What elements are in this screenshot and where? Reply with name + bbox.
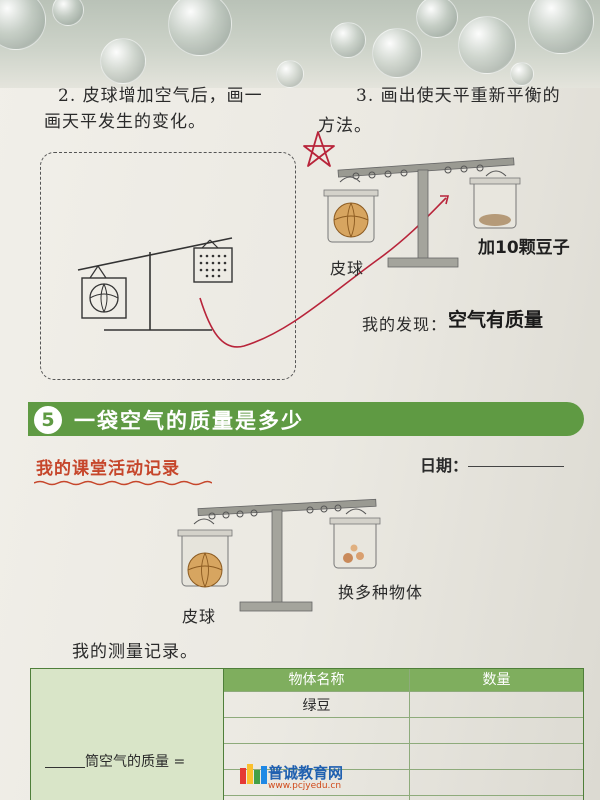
table-row	[224, 743, 583, 744]
discovery-answer: 空气有质量	[448, 309, 544, 331]
bubble-decoration	[52, 0, 84, 26]
table-row	[224, 795, 583, 796]
date-label: 日期：	[420, 456, 469, 475]
question-3-line-1: 3. 画出使天平重新平衡的	[356, 86, 561, 106]
table-header-name: 物体名称	[224, 669, 409, 691]
bubble-decoration	[372, 28, 422, 78]
measurement-table: 物体名称 数量 绿豆 筒空气的质量 =	[30, 668, 584, 800]
lower-ball-label: 皮球	[182, 607, 217, 626]
bubble-decoration	[276, 60, 304, 88]
table-left-formula: 筒空气的质量 =	[85, 754, 186, 770]
table-row	[224, 717, 583, 718]
question-2-line-1: 2. 皮球增加空气后，画一	[58, 86, 263, 106]
bubble-decoration	[528, 0, 594, 54]
bubble-decoration	[168, 0, 232, 56]
section-banner	[28, 402, 584, 436]
grading-star-mark	[303, 131, 335, 167]
balance-illustration-top	[323, 157, 521, 268]
lower-right-label: 换多种物体	[338, 583, 424, 602]
bubble-decoration-band	[0, 0, 600, 88]
section-number-badge: 5	[32, 404, 64, 436]
measurement-record-title: 我的测量记录。	[72, 642, 198, 662]
wavy-underline	[34, 480, 212, 486]
bubble-decoration	[416, 0, 458, 38]
student-sketch	[77, 237, 233, 331]
bubble-decoration	[330, 22, 366, 58]
bubble-decoration	[458, 16, 516, 74]
table-left-column	[31, 669, 224, 800]
watermark-site-name: 普诚教育网	[268, 764, 344, 782]
activity-record-title: 我的课堂活动记录	[36, 459, 180, 479]
watermark-site-url: www.pcjyedu.cn	[268, 781, 342, 791]
drawing-area	[40, 152, 296, 380]
table-column-divider	[409, 669, 410, 800]
date-blank-line	[468, 466, 564, 467]
bubble-decoration	[100, 38, 146, 84]
balance-illustration-bottom	[177, 498, 381, 612]
handwritten-answer-beans: 加10颗豆子	[478, 238, 570, 258]
bubble-decoration	[510, 62, 534, 86]
table-row	[224, 769, 583, 770]
section-title: 一袋空气的质量是多少	[74, 409, 304, 433]
formula-blank-line	[45, 767, 85, 768]
connecting-line-mark	[199, 197, 447, 348]
discovery-label: 我的发现：	[362, 315, 448, 334]
upper-ball-label: 皮球	[330, 259, 365, 278]
question-2-line-2: 画天平发生的变化。	[44, 112, 206, 132]
question-3-line-2: 方法。	[318, 116, 372, 136]
table-row	[224, 691, 583, 692]
table-header-quantity: 数量	[410, 669, 583, 691]
site-logo-watermark	[240, 764, 267, 784]
table-cell: 绿豆	[302, 698, 331, 714]
